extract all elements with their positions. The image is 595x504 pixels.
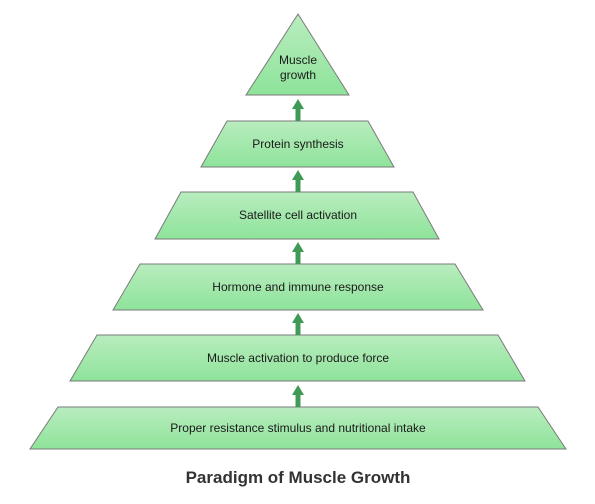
level-shape	[29, 406, 567, 450]
level-label-line-1: Muscle	[279, 53, 317, 67]
level-shape	[245, 13, 350, 96]
arrow-up-icon	[292, 313, 304, 335]
level-shape	[200, 120, 395, 168]
pyramid-level-hormone-immune: Hormone and immune response	[112, 263, 484, 311]
pyramid-level-resistance-nutrition: Proper resistance stimulus and nutrition…	[29, 406, 567, 450]
arrow-up-icon	[292, 99, 304, 121]
level-label-line-2: growth	[280, 68, 316, 82]
level-shape	[69, 334, 526, 382]
level-label: Protein synthesis	[252, 137, 343, 151]
diagram-caption: Paradigm of Muscle Growth	[186, 468, 411, 487]
level-shape	[154, 191, 440, 240]
pyramid-level-muscle-activation: Muscle activation to produce force	[69, 334, 526, 382]
level-shape	[112, 263, 484, 311]
arrow-up-icon	[292, 170, 304, 192]
level-label: Hormone and immune response	[212, 280, 384, 294]
level-label: Satellite cell activation	[239, 208, 357, 222]
level-label: Proper resistance stimulus and nutrition…	[170, 421, 426, 435]
level-label: Muscle activation to produce force	[207, 351, 389, 365]
pyramid-level-protein-synthesis: Protein synthesis	[200, 120, 395, 168]
pyramid-level-satellite-cell: Satellite cell activation	[154, 191, 440, 240]
pyramid-level-muscle-growth: Muscle growth	[245, 13, 350, 96]
arrow-up-icon	[292, 385, 304, 407]
arrow-up-icon	[292, 242, 304, 264]
